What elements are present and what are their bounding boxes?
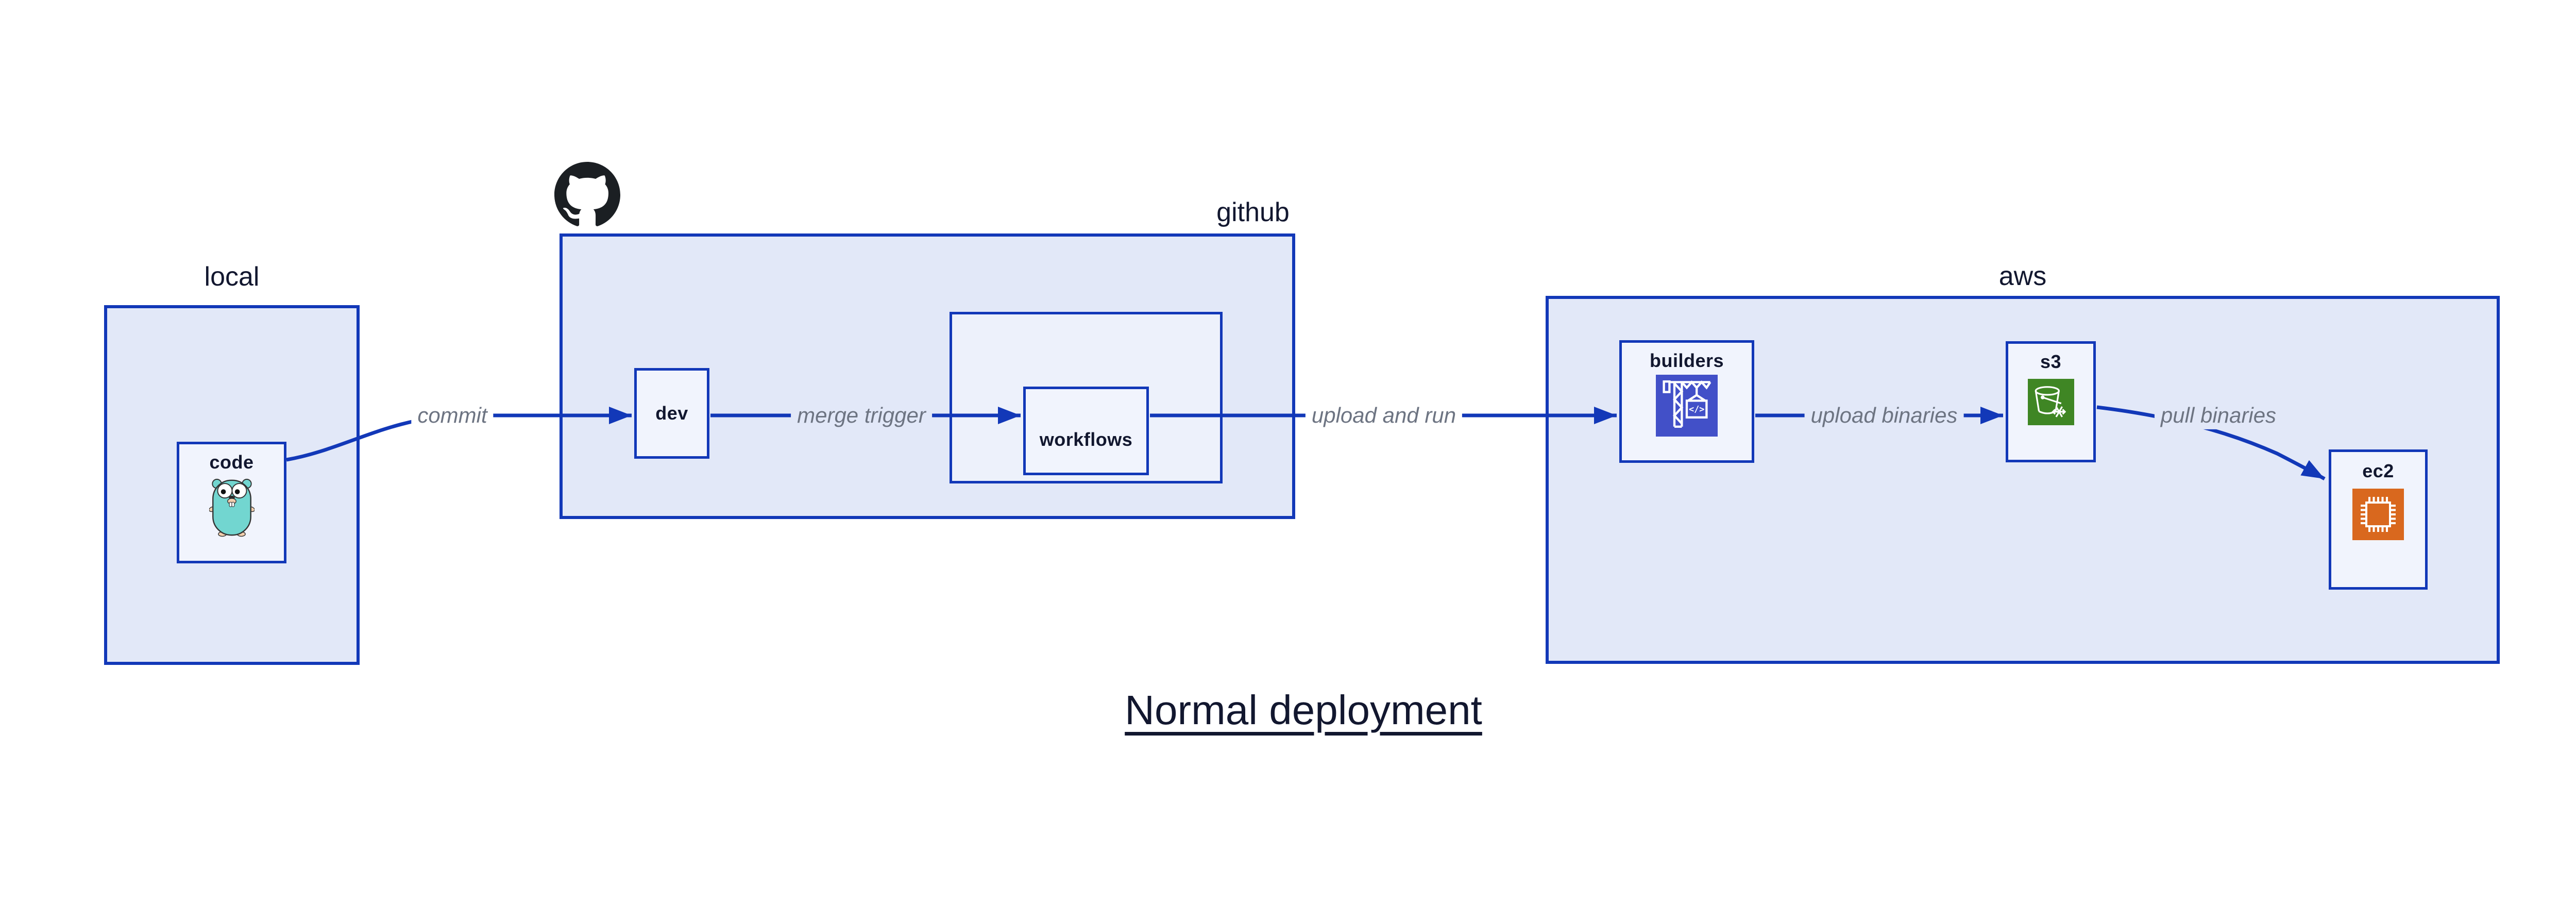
codebuild-crane-icon: </> xyxy=(1655,375,1718,439)
diagram-title: Normal deployment xyxy=(1125,687,1482,733)
ec2-chip-icon xyxy=(2352,487,2404,544)
github-octocat-icon xyxy=(554,162,620,228)
node-dev: dev xyxy=(634,368,709,459)
edge-pull-binaries-line xyxy=(2096,405,2326,481)
node-s3-label: s3 xyxy=(2040,351,2062,372)
node-s3: s3 xyxy=(2006,341,2096,462)
group-label-aws: aws xyxy=(1998,261,2047,291)
go-gopher-icon xyxy=(208,477,255,540)
node-ec2-label: ec2 xyxy=(2362,460,2394,481)
edge-label-merge-trigger: merge trigger xyxy=(791,401,932,430)
node-ec2: ec2 xyxy=(2329,449,2428,590)
edge-label-upload-binaries: upload binaries xyxy=(1804,401,1964,430)
node-dev-label: dev xyxy=(655,403,688,424)
edge-label-pull-binaries: pull binaries xyxy=(2154,401,2283,430)
node-code-label: code xyxy=(209,452,254,473)
node-workflows-label: workflows xyxy=(1039,429,1133,450)
group-label-local: local xyxy=(204,262,260,292)
group-label-github: github xyxy=(1216,197,1290,227)
node-code: code xyxy=(177,442,286,563)
svg-text:</>: </> xyxy=(1689,404,1704,414)
s3-glacier-bucket-icon xyxy=(2027,379,2075,428)
edge-label-upload-and-run: upload and run xyxy=(1305,401,1463,430)
node-builders-label: builders xyxy=(1649,350,1724,371)
node-builders: builders </> xyxy=(1619,340,1754,463)
node-workflows: workflows xyxy=(1023,387,1149,475)
edge-label-commit: commit xyxy=(411,401,494,430)
